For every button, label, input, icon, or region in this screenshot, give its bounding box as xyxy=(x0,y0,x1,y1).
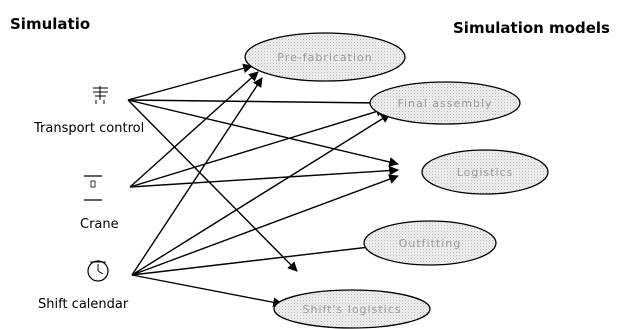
model-outfitting: Outfitting xyxy=(363,220,497,266)
left-title: Simulatio xyxy=(10,15,91,33)
arrow-crane-to-m2 xyxy=(129,106,386,188)
model-label: Shift's logistics xyxy=(303,303,402,316)
model-label: Final assembly xyxy=(397,97,492,110)
right-title: Simulation models xyxy=(453,19,610,37)
arrow-shift-to-m3 xyxy=(131,174,399,276)
model-label: Pre-fabrication xyxy=(277,51,373,64)
model-ellipse xyxy=(363,220,497,266)
model-label: Outfitting xyxy=(399,237,462,250)
arrow-shift-to-m5 xyxy=(131,274,283,308)
model-ellipse xyxy=(244,32,406,82)
clock-icon xyxy=(87,260,109,282)
arrow-shift-to-m2 xyxy=(131,113,391,276)
component-label-transport: Transport control xyxy=(34,121,145,136)
model-shifts-logistics: Shift's logistics xyxy=(273,289,431,329)
model-final-assembly: Final assembly xyxy=(369,81,521,125)
model-prefabrication: Pre-fabrication xyxy=(244,32,406,82)
crane-icon xyxy=(84,175,102,201)
component-label-shift: Shift calendar xyxy=(38,297,129,312)
arrow-crane-to-m1 xyxy=(129,71,259,188)
arrow-transport-to-m1 xyxy=(127,63,253,101)
model-ellipse xyxy=(369,81,521,125)
connection-arrows xyxy=(127,63,399,308)
model-logistics: Logistics xyxy=(421,149,549,195)
model-label: Logistics xyxy=(457,166,514,179)
model-ellipse xyxy=(273,289,431,329)
component-label-crane: Crane xyxy=(80,217,119,232)
arrow-transport-to-m5 xyxy=(127,99,298,272)
arrow-shift-to-m4 xyxy=(131,242,379,276)
arrow-transport-to-m2 xyxy=(127,97,381,108)
arrow-shift-to-m1 xyxy=(131,77,263,276)
model-ellipse xyxy=(421,149,549,195)
arrow-transport-to-m3 xyxy=(127,99,399,167)
arrow-crane-to-m3 xyxy=(129,165,399,188)
transport-control-icon xyxy=(93,86,108,104)
